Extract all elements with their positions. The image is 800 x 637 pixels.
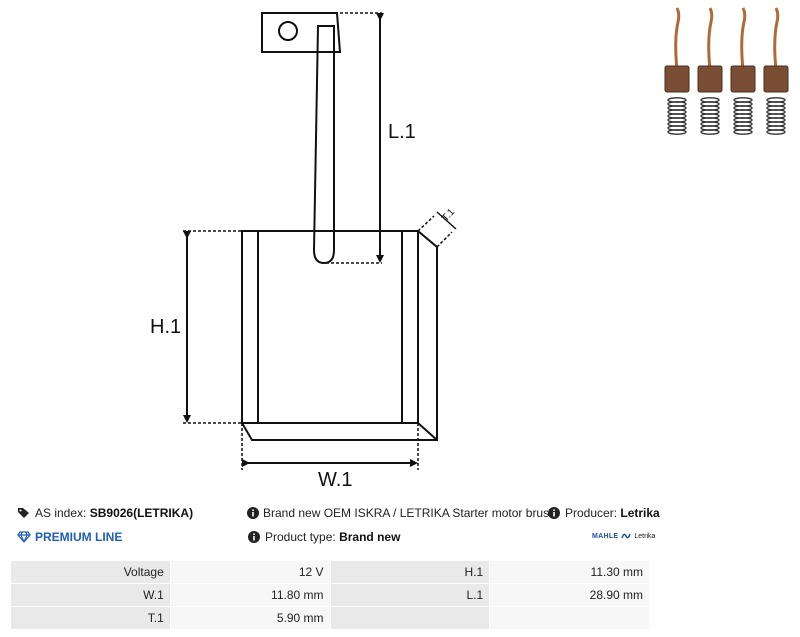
technical-drawing: L.1 H.1 W.1 T.1 — [150, 12, 457, 491]
premium-line-badge: PREMIUM LINE — [17, 530, 122, 544]
spec-value: 5.90 mm — [169, 606, 331, 630]
description-row: Brand new OEM ISKRA / LETRIKA Starter mo… — [247, 506, 549, 520]
spec-key — [329, 606, 491, 630]
product-type-row: Product type: Brand new — [247, 530, 400, 544]
premium-label: PREMIUM LINE — [35, 530, 123, 544]
spec-key: W.1 — [10, 583, 171, 607]
table-row: W.1 11.80 mm L.1 28.90 mm — [10, 583, 650, 607]
table-row: Voltage 12 V H.1 11.30 mm — [10, 560, 650, 584]
spring-coil — [733, 129, 753, 135]
brush-wire — [674, 7, 681, 71]
brush-wire — [773, 7, 780, 71]
spec-value — [489, 606, 650, 630]
as-index-value: SB9026(LETRIKA) — [89, 506, 194, 520]
product-type-label: Product type: — [265, 530, 336, 544]
mahle-letrika-logo: MAHLE Letrika — [592, 532, 655, 540]
terminal-lug — [261, 12, 342, 53]
carbon-brush — [763, 65, 789, 93]
spec-key: L.1 — [329, 583, 491, 607]
product-photo — [664, 7, 789, 135]
info-icon — [247, 530, 261, 544]
brush-wire — [740, 7, 747, 71]
info-icon — [547, 506, 561, 520]
carbon-brush — [664, 65, 690, 93]
spring-coil — [700, 129, 720, 135]
label-h1: H.1 — [150, 316, 181, 338]
spec-value: 11.80 mm — [169, 583, 331, 607]
brush-wire — [707, 7, 714, 71]
product-type-value: Brand new — [339, 530, 401, 544]
spring-coil — [667, 129, 687, 135]
producer-value: Letrika — [620, 506, 660, 520]
spring-coil — [766, 129, 786, 135]
info-icon — [247, 506, 259, 520]
diamond-icon — [17, 530, 31, 544]
as-index-label: AS index: — [35, 506, 87, 520]
terminal-hole — [278, 21, 298, 41]
tags-icon — [17, 506, 31, 520]
producer-label: Producer: — [565, 506, 618, 520]
description-text: Brand new OEM ISKRA / LETRIKA Starter mo… — [263, 506, 549, 520]
carbon-brush — [730, 65, 756, 93]
spec-key: Voltage — [10, 560, 171, 584]
producer-row: Producer: Letrika — [547, 506, 660, 520]
spec-value: 28.90 mm — [489, 583, 650, 607]
spec-value: 12 V — [169, 560, 331, 584]
logo-letrika: Letrika — [634, 532, 656, 540]
spec-value: 11.30 mm — [489, 560, 650, 584]
as-index-row: AS index: SB9026(LETRIKA) — [17, 506, 193, 520]
spec-key: T.1 — [10, 606, 171, 630]
spec-table: Voltage 12 V H.1 11.30 mm W.1 11.80 mm L… — [10, 560, 650, 630]
label-t1: T.1 — [440, 206, 457, 224]
label-w1: W.1 — [318, 469, 352, 491]
spec-key: H.1 — [329, 560, 491, 584]
carbon-brush — [697, 65, 723, 93]
shunt-wire — [312, 25, 335, 265]
logo-mahle: MAHLE — [592, 532, 619, 540]
brush-body — [241, 230, 419, 424]
label-l1: L.1 — [388, 121, 416, 143]
table-row: T.1 5.90 mm — [10, 606, 650, 630]
letrika-wave-icon — [621, 533, 632, 539]
